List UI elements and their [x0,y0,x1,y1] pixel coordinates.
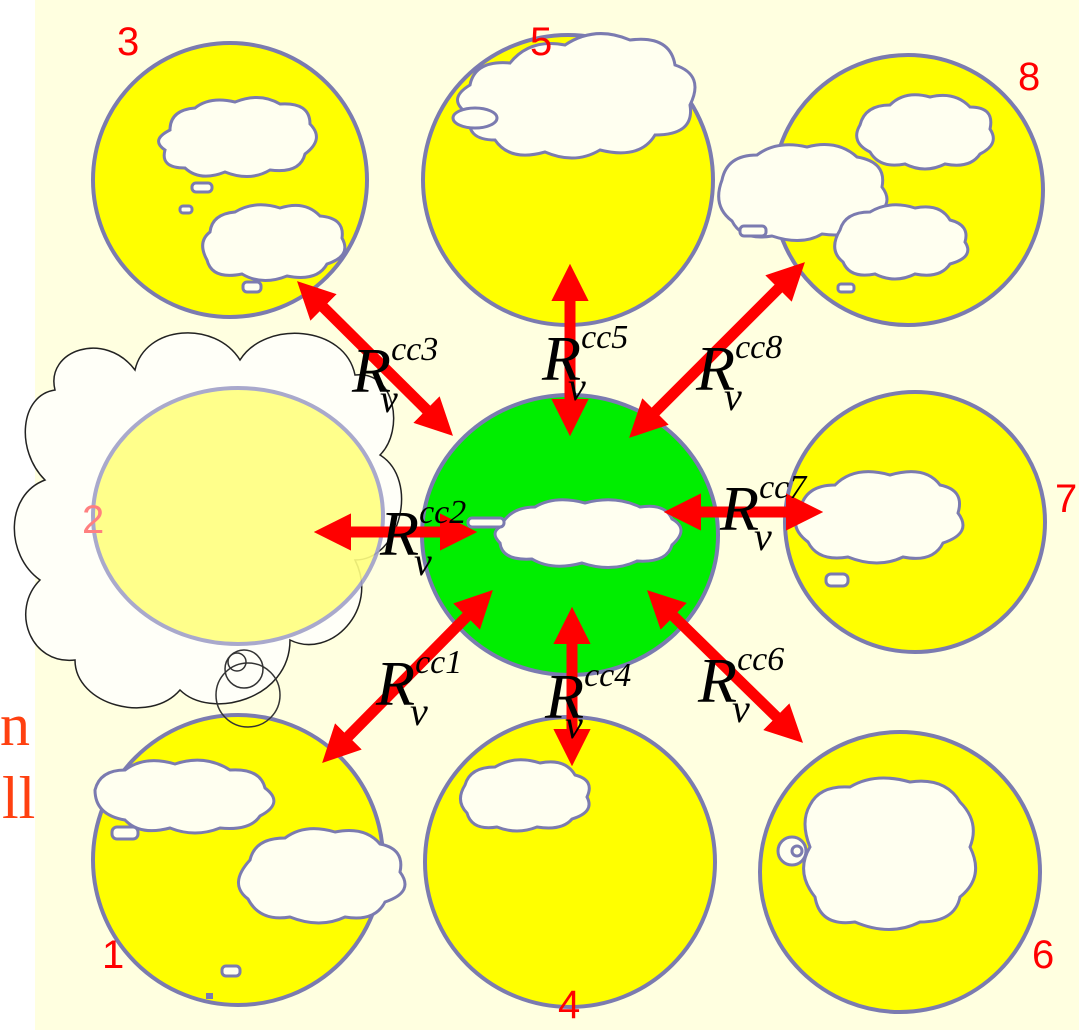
cell-1 [91,713,407,1007]
edge-text-1: n [0,692,30,758]
cell-2-circle [91,386,385,646]
cell-5-bubble [451,106,499,130]
cell-2-bubble [227,652,247,672]
center-cell-cloud [493,498,683,569]
cell-5 [421,32,715,327]
cell-label-2: 2 [82,498,104,542]
cell-7 [783,390,1047,654]
cell-3-cloud [157,96,318,178]
cell-label-6: 6 [1032,933,1054,977]
cell-8-cloud [855,93,995,171]
cell-3-bubble [190,181,214,194]
cell-8 [717,53,1045,327]
cell-4-circle [423,715,717,1009]
cell-1-bubble [220,964,242,978]
cell-3 [91,41,369,319]
cell-number-labels: 3 5 8 2 7 1 4 6 [82,20,1077,1027]
arrow-cc6 [646,590,804,743]
cell-4-cloud [459,758,591,833]
cell-2-bubble [224,649,264,689]
cell-7-cloud [794,470,965,565]
cell-1-bubble [110,825,140,841]
arrow-cc1 [322,590,493,763]
cell-5-cloud [456,32,697,160]
arrow-cc3 [297,281,453,436]
cell-1-cloud [93,758,276,835]
cell-label-3: 3 [117,20,139,64]
cell-8-cloud [833,203,970,281]
cell-3-cloud [201,203,347,282]
cell-4 [423,715,717,1009]
cell-7-bubble [824,572,850,588]
cell-6-cloud [802,776,978,931]
cell-2-bubble [215,662,281,728]
cell-label-7: 7 [1055,477,1077,521]
edge-text-2: ll [2,765,35,831]
center-cell [420,393,720,677]
cell-6 [758,730,1042,1014]
cell-1-cloud [237,827,407,925]
relation-arrows [297,262,824,767]
cell-1-bubble [206,993,213,999]
arrow-cc8 [629,262,805,438]
cell-3-bubble [241,280,263,294]
cell-label-8: 8 [1018,55,1040,99]
center-cell-bubble [466,516,506,529]
cell-3-bubble [178,204,194,215]
cell-6-bubble [790,844,804,858]
cell-label-4: 4 [558,983,580,1027]
cell-8-bubble [836,282,856,294]
cell-label-1: 1 [102,933,124,977]
cell-8-bubble [738,224,768,238]
cell-label-5: 5 [530,20,552,64]
